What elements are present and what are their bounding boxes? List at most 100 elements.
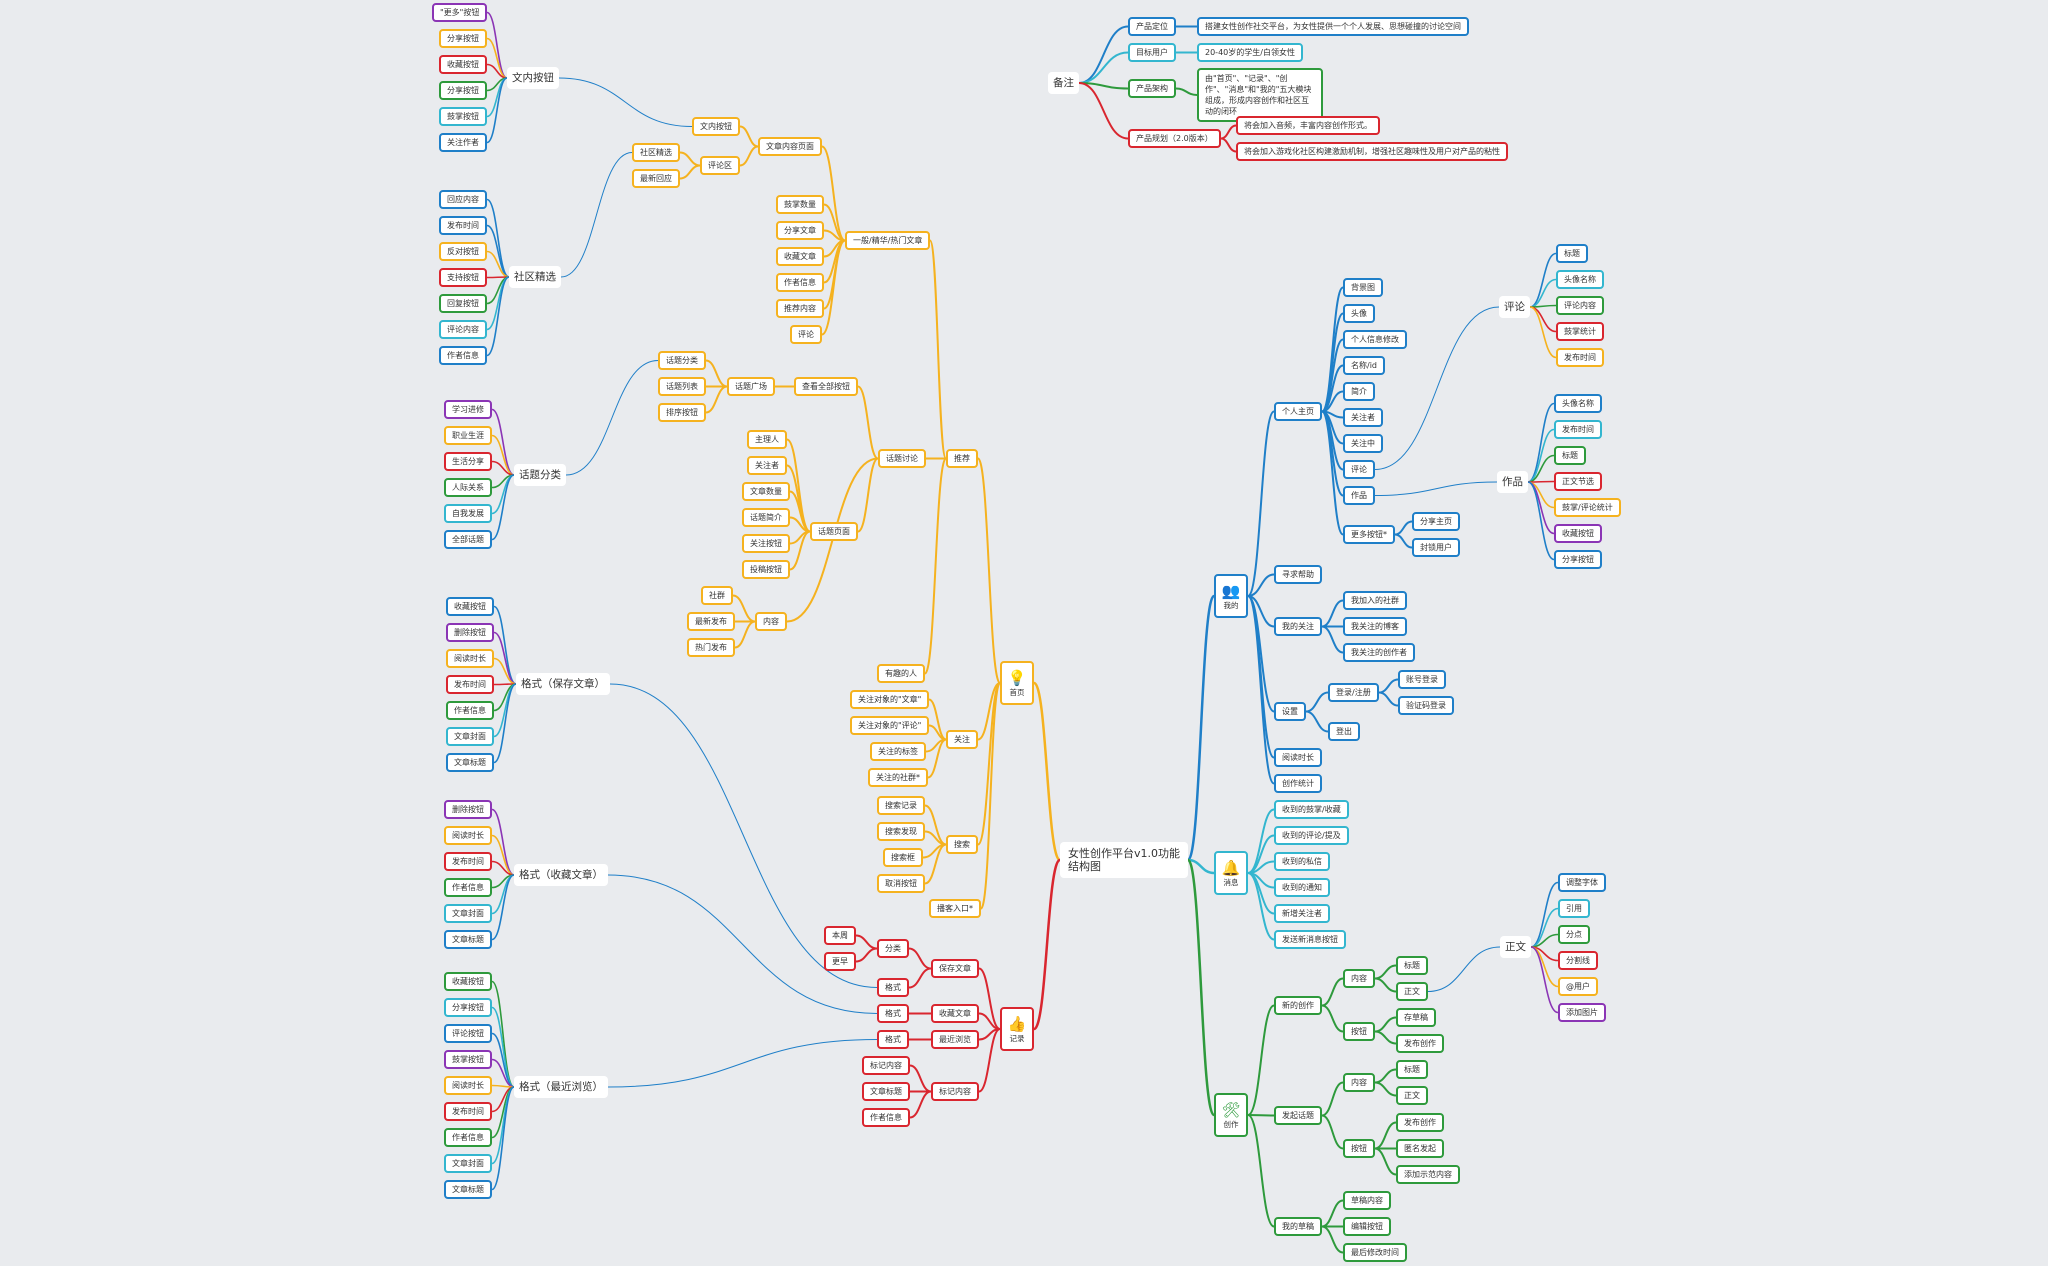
b2[interactable]: 背景图 (1343, 278, 1383, 297)
y35[interactable]: 关注的社群* (868, 768, 928, 787)
n2[interactable]: 分享按钮 (439, 29, 487, 48)
n14[interactable]: 作者信息 (439, 346, 487, 365)
b21[interactable]: 头像名称 (1554, 394, 1602, 413)
b16[interactable]: 头像名称 (1556, 270, 1604, 289)
g5[interactable]: 按钮 (1343, 1022, 1375, 1041)
m2[interactable]: 收到的评论/提及 (1274, 826, 1349, 845)
n28[interactable]: 文章封面 (446, 727, 494, 746)
r12[interactable]: 作者信息 (862, 1108, 910, 1127)
b17[interactable]: 评论内容 (1556, 296, 1604, 315)
b23[interactable]: 标题 (1554, 446, 1586, 465)
n38[interactable]: 收藏按钮 (444, 972, 492, 991)
g22[interactable]: 引用 (1558, 899, 1590, 918)
n5[interactable]: 鼓掌按钮 (439, 107, 487, 126)
y23[interactable]: 投稿按钮 (742, 560, 790, 579)
n43[interactable]: 发布时间 (444, 1102, 492, 1121)
a6[interactable]: 产品架构 (1128, 79, 1176, 98)
b34[interactable]: 登录/注册 (1328, 683, 1379, 702)
n11[interactable]: 支持按钮 (439, 268, 487, 287)
n20[interactable]: 自我发展 (444, 504, 492, 523)
g1[interactable]: 新的创作 (1274, 996, 1322, 1015)
a3[interactable]: 搭建女性创作社交平台，为女性提供一个个人发展、思想碰撞的讨论空间 (1197, 17, 1469, 36)
a5[interactable]: 20-40岁的学生/白领女性 (1197, 43, 1303, 62)
y10[interactable]: 推荐内容 (776, 299, 824, 318)
g8[interactable]: 发起话题 (1274, 1106, 1322, 1125)
b5[interactable]: 名称/id (1343, 356, 1385, 375)
y12[interactable]: 一般/精华/热门文章 (845, 231, 931, 250)
a10[interactable]: 将会加入游戏化社区构建激励机制，增强社区趣味性及用户对产品的粘性 (1236, 142, 1508, 161)
b9[interactable]: 评论 (1343, 460, 1375, 479)
n32[interactable]: 阅读时长 (444, 826, 492, 845)
g6[interactable]: 存草稿 (1396, 1008, 1436, 1027)
n47[interactable]: 格式（最近浏览） (514, 1076, 608, 1098)
b13[interactable]: 封锁用户 (1412, 538, 1460, 557)
y3[interactable]: 最新回应 (632, 169, 680, 188)
r1[interactable]: 本周 (824, 926, 856, 945)
hub-home[interactable]: 💡首页 (1000, 661, 1034, 705)
b11[interactable]: 更多按钮* (1343, 525, 1395, 544)
n40[interactable]: 评论按钮 (444, 1024, 492, 1043)
b12[interactable]: 分享主页 (1412, 512, 1460, 531)
b32[interactable]: 我关注的创作者 (1343, 643, 1415, 662)
b26[interactable]: 收藏按钮 (1554, 524, 1602, 543)
a9[interactable]: 将会加入音频，丰富内容创作形式。 (1236, 116, 1380, 135)
r9[interactable]: 最近浏览 (931, 1030, 979, 1049)
a4[interactable]: 目标用户 (1128, 43, 1176, 62)
m6[interactable]: 发送新消息按钮 (1274, 930, 1346, 949)
y25[interactable]: 话题讨论 (878, 449, 926, 468)
n36[interactable]: 文章标题 (444, 930, 492, 949)
b15[interactable]: 标题 (1556, 244, 1588, 263)
y5[interactable]: 文章内容页面 (758, 137, 822, 156)
r2[interactable]: 更早 (824, 952, 856, 971)
y17[interactable]: 查看全部按钮 (794, 377, 858, 396)
y36[interactable]: 关注 (946, 730, 978, 749)
g23[interactable]: 分点 (1558, 925, 1590, 944)
n44[interactable]: 作者信息 (444, 1128, 492, 1147)
y29[interactable]: 内容 (755, 612, 787, 631)
y11[interactable]: 评论 (790, 325, 822, 344)
n13[interactable]: 评论内容 (439, 320, 487, 339)
r8[interactable]: 格式 (877, 1030, 909, 1049)
y21[interactable]: 话题简介 (742, 508, 790, 527)
n33[interactable]: 发布时间 (444, 852, 492, 871)
y27[interactable]: 最新发布 (687, 612, 735, 631)
g2[interactable]: 内容 (1343, 969, 1375, 988)
a7[interactable]: 由"首页"、"记录"、"创作"、"消息"和"我的"五大模块组成，形成内容创作和社… (1197, 68, 1323, 122)
g18[interactable]: 编辑按钮 (1343, 1217, 1391, 1236)
n23[interactable]: 收藏按钮 (446, 597, 494, 616)
g10[interactable]: 标题 (1396, 1060, 1428, 1079)
n12[interactable]: 回复按钮 (439, 294, 487, 313)
a8[interactable]: 产品规划（2.0版本） (1128, 129, 1221, 148)
y1[interactable]: 文内按钮 (692, 117, 740, 136)
m3[interactable]: 收到的私信 (1274, 852, 1330, 871)
b25[interactable]: 鼓掌/评论统计 (1554, 498, 1621, 517)
b4[interactable]: 个人信息修改 (1343, 330, 1407, 349)
m5[interactable]: 新增关注者 (1274, 904, 1330, 923)
b6[interactable]: 简介 (1343, 382, 1375, 401)
n8[interactable]: 回应内容 (439, 190, 487, 209)
g4[interactable]: 正文 (1396, 982, 1428, 1001)
hub-record[interactable]: 👍记录 (1000, 1007, 1034, 1051)
n19[interactable]: 人际关系 (444, 478, 492, 497)
g13[interactable]: 发布创作 (1396, 1113, 1444, 1132)
n17[interactable]: 职业生涯 (444, 426, 492, 445)
y4[interactable]: 评论区 (700, 156, 740, 175)
n45[interactable]: 文章封面 (444, 1154, 492, 1173)
g12[interactable]: 按钮 (1343, 1139, 1375, 1158)
b24[interactable]: 正文节选 (1554, 472, 1602, 491)
m4[interactable]: 收到的通知 (1274, 878, 1330, 897)
y13[interactable]: 话题分类 (658, 351, 706, 370)
n26[interactable]: 发布时间 (446, 675, 494, 694)
g11[interactable]: 正文 (1396, 1086, 1428, 1105)
y41[interactable]: 搜索 (946, 835, 978, 854)
g16[interactable]: 我的草稿 (1274, 1217, 1322, 1236)
b27[interactable]: 分享按钮 (1554, 550, 1602, 569)
y30[interactable]: 推荐 (946, 449, 978, 468)
b8[interactable]: 关注中 (1343, 434, 1383, 453)
y39[interactable]: 搜索框 (883, 848, 923, 867)
y9[interactable]: 作者信息 (776, 273, 824, 292)
g14[interactable]: 匿名发起 (1396, 1139, 1444, 1158)
g25[interactable]: @用户 (1558, 977, 1598, 996)
y14[interactable]: 话题列表 (658, 377, 706, 396)
y42[interactable]: 播客入口* (929, 899, 981, 918)
